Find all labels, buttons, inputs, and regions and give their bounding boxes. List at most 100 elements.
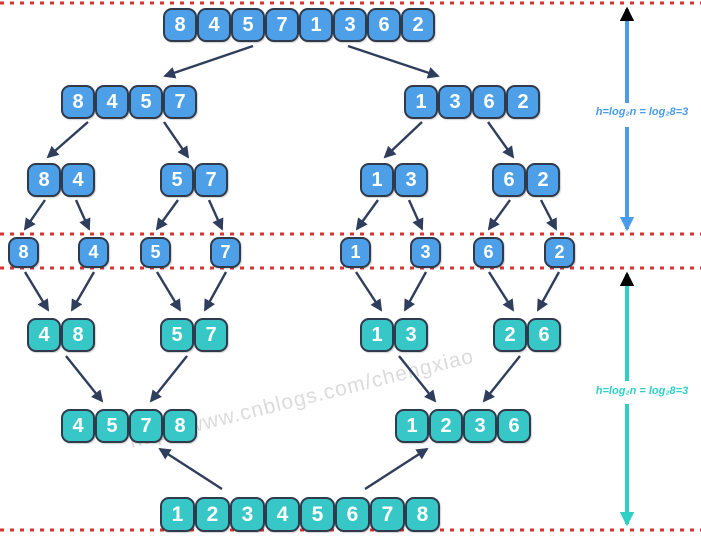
array-box: 2 [401, 8, 435, 42]
merge-arrow [203, 271, 228, 312]
array-box: 7 [163, 85, 197, 119]
array-box: 6 [497, 409, 531, 443]
array-box: 7 [370, 497, 405, 532]
array-box: 1 [360, 318, 394, 352]
array-box: 8 [27, 163, 61, 197]
array-group-single-8: 8 [8, 237, 39, 268]
array-box: 4 [95, 85, 129, 119]
array-box: 1 [299, 8, 333, 42]
merge-arrow [487, 271, 515, 312]
split-arrow [163, 121, 190, 159]
array-box: 7 [194, 163, 228, 197]
array-box: 6 [367, 8, 401, 42]
split-arrow [155, 199, 179, 231]
merge-arrow [158, 447, 223, 491]
merge-arrow [65, 355, 104, 403]
split-arrow [163, 44, 254, 79]
merge-arrow [482, 355, 521, 403]
array-box: 8 [163, 409, 197, 443]
array-box: 5 [231, 8, 265, 42]
array-box: 6 [472, 85, 506, 119]
array-box: 8 [8, 237, 39, 268]
array-box: 4 [61, 409, 95, 443]
array-box: 7 [129, 409, 163, 443]
array-box: 1 [404, 85, 438, 119]
array-box: 3 [394, 318, 428, 352]
array-box: 4 [265, 497, 300, 532]
array-box: 5 [160, 318, 194, 352]
array-box: 2 [493, 318, 527, 352]
merge-arrow [23, 271, 50, 312]
upper-height-label: h=log₂n = log₂8=3 [595, 106, 689, 118]
array-box: 1 [360, 163, 394, 197]
merge-arrow [536, 271, 561, 312]
split-arrow [539, 199, 558, 231]
array-box: 4 [61, 163, 95, 197]
array-box: 3 [230, 497, 265, 532]
array-box: 7 [210, 237, 241, 268]
array-box: 3 [333, 8, 367, 42]
array-box: 5 [129, 85, 163, 119]
split-arrow [487, 121, 515, 159]
split-arrow [383, 121, 423, 159]
array-box: 5 [95, 409, 129, 443]
merge-arrow [70, 271, 96, 312]
array-box: 8 [61, 85, 95, 119]
array-box: 1 [340, 237, 371, 268]
array-box: 3 [410, 237, 441, 268]
array-box: 7 [194, 318, 228, 352]
array-box: 6 [527, 318, 561, 352]
split-arrow [46, 121, 89, 159]
array-box: 2 [429, 409, 463, 443]
array-box: 8 [61, 318, 95, 352]
array-group-single-4: 4 [78, 237, 109, 268]
array-group-single-7: 7 [210, 237, 241, 268]
split-arrow [74, 199, 91, 231]
merge-arrow [398, 355, 437, 403]
array-group-single-6: 6 [473, 237, 504, 268]
array-box: 4 [27, 318, 61, 352]
merge-arrow [354, 271, 383, 312]
array-box: 6 [492, 163, 526, 197]
split-arrow [23, 199, 46, 231]
array-box: 4 [78, 237, 109, 268]
array-box: 3 [438, 85, 472, 119]
array-group-single-2: 2 [544, 237, 575, 268]
lower-height-label: h=log₂n = log₂8=3 [595, 385, 689, 397]
merge-arrow [403, 271, 428, 312]
merge-arrow [364, 447, 429, 491]
split-arrow [347, 44, 440, 79]
array-box: 4 [197, 8, 231, 42]
merge-arrow [149, 355, 188, 403]
array-box: 1 [395, 409, 429, 443]
array-box: 3 [394, 163, 428, 197]
array-box: 2 [544, 237, 575, 268]
array-group-single-1: 1 [340, 237, 371, 268]
split-arrow [207, 199, 224, 231]
array-box: 2 [526, 163, 560, 197]
array-box: 5 [140, 237, 171, 268]
array-box: 5 [160, 163, 194, 197]
array-box: 2 [195, 497, 230, 532]
array-box: 5 [300, 497, 335, 532]
array-box: 8 [163, 8, 197, 42]
split-arrow [407, 199, 424, 231]
array-box: 1 [160, 497, 195, 532]
split-arrow [355, 199, 379, 231]
split-arrow [487, 199, 511, 231]
merge-arrow [155, 271, 182, 312]
